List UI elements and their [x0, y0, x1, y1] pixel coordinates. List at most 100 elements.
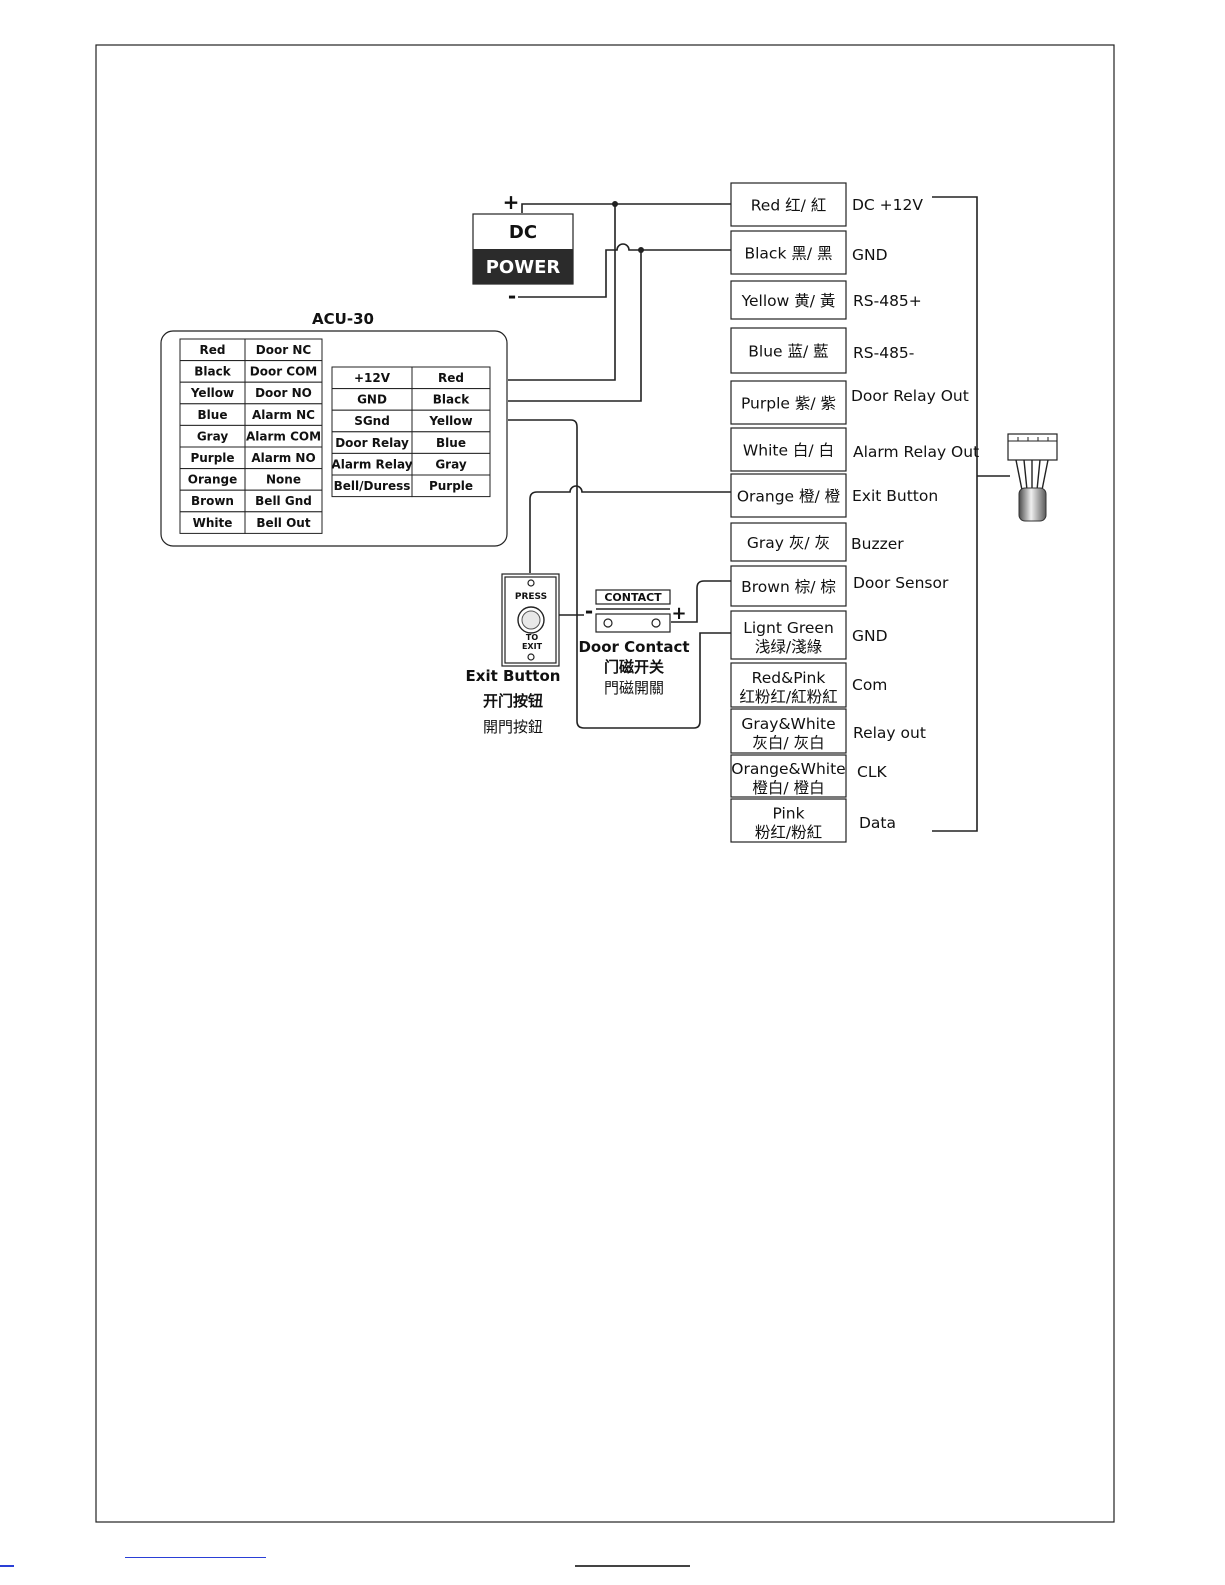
wire-color-name: White 白/ 白	[743, 442, 834, 460]
acu-left-function: Door COM	[250, 365, 318, 379]
wire-function: CLK	[857, 763, 887, 781]
wire-function: GND	[852, 627, 888, 645]
door-contact-label-cn: 门磁开关	[604, 658, 664, 676]
acu-right-signal: Door Relay	[335, 436, 409, 450]
acu-right-color: Yellow	[428, 414, 472, 428]
cable-connector-icon	[1007, 433, 1058, 522]
wire-function: RS-485+	[853, 292, 922, 310]
wire-color-box	[730, 327, 847, 374]
acu-left-color: Purple	[190, 451, 234, 465]
acu-left-color: Blue	[198, 408, 228, 422]
acu-right-signal: SGnd	[354, 414, 390, 428]
wire-function: Door Relay Out	[851, 387, 969, 405]
acu-right-signal: GND	[357, 393, 387, 407]
exit-face-press: PRESS	[515, 592, 547, 602]
wire-color-name: Yellow 黄/ 黃	[741, 292, 836, 310]
wire-color-name: Pink	[772, 805, 804, 823]
acu-left-function: Door NO	[255, 386, 312, 400]
wire-function: Buzzer	[851, 535, 904, 553]
wire-color-name: Gray&White	[741, 715, 835, 733]
wire-color-box	[730, 280, 847, 320]
door-contact-device: CONTACT - + Door Contact 门磁开关 門磁開關	[578, 589, 690, 697]
wire-color-box	[730, 798, 847, 843]
acu-right-color: Blue	[436, 436, 466, 450]
acu-right-signal: +12V	[354, 371, 391, 385]
acu-left-function: None	[266, 473, 301, 487]
wire-color-box	[730, 380, 847, 425]
acu-left-color: Orange	[188, 473, 238, 487]
acu-right-cell	[411, 474, 491, 498]
wire-color-name-cn: 橙白/ 橙白	[752, 779, 824, 797]
wire-function: Exit Button	[852, 487, 938, 505]
wire-color-name: Orange 橙/ 橙	[737, 488, 841, 506]
wire-color-name: Purple 紫/ 紫	[741, 395, 836, 413]
power-minus-sign: -	[508, 284, 516, 308]
wire-color-name: Black 黑/ 黑	[744, 245, 832, 263]
wire-color-name-cn: 粉红/粉紅	[755, 824, 822, 842]
contact-tag: CONTACT	[604, 591, 662, 604]
exit-button-label-tw: 開門按鈕	[483, 718, 543, 736]
wire-function: Com	[852, 676, 887, 694]
door-contact-label-tw: 門磁開關	[604, 679, 664, 697]
wire-color-name: Brown 棕/ 棕	[741, 578, 836, 596]
acu-left-color: Red	[200, 343, 226, 357]
acu-left-color: Brown	[191, 494, 234, 508]
acu-right-color: Gray	[435, 457, 466, 471]
footer-link-line[interactable]	[125, 1557, 266, 1558]
acu-title: ACU-30	[312, 310, 374, 328]
acu-left-color: White	[193, 516, 233, 530]
wire-color-name-cn: 浅绿/淺綠	[755, 638, 823, 656]
acu-right-signal: Bell/Duress	[334, 479, 411, 493]
acu-right-color: Purple	[429, 479, 473, 493]
footer-mark-left	[0, 1565, 14, 1567]
wire-color-name-cn: 红粉红/紅粉紅	[739, 688, 837, 706]
wire-function: DC +12V	[852, 196, 923, 214]
wire-function: GND	[852, 246, 888, 264]
acu-left-function: Door NC	[256, 343, 312, 357]
wire-color-name: Red 红/ 紅	[751, 197, 827, 215]
contact-plus: +	[671, 603, 686, 624]
wire-color-name: Lignt Green	[743, 619, 834, 637]
wire-color-box	[730, 708, 847, 754]
wire-function: Data	[859, 814, 896, 832]
wiring	[508, 196, 1010, 832]
acu-right-color: Black	[433, 393, 470, 407]
acu-right-signal: Alarm Relay	[331, 457, 412, 471]
exit-face-exit: EXIT	[522, 642, 543, 651]
wire-color-name: Blue 蓝/ 藍	[748, 343, 828, 361]
wire-function: Door Sensor	[853, 574, 949, 592]
page-frame	[95, 44, 1115, 1523]
wire-color-box	[730, 565, 847, 607]
acu-left-table: Red Door NC Black Door COM Yellow Door NO Blue…	[179, 338, 323, 534]
wire-color-box	[730, 662, 847, 708]
exit-face-to: TO	[526, 633, 538, 642]
power-label: POWER	[486, 257, 561, 278]
acu-left-cell	[244, 511, 323, 534]
acu-left-color: Black	[194, 365, 231, 379]
wire-color-list: Red 红/ 紅 DC +12V Black 黑/ 黑 GND Yellow 黄/ 黃 R…	[730, 182, 979, 843]
power-plus-sign: +	[503, 190, 520, 214]
wire-color-name: Gray 灰/ 灰	[747, 534, 830, 552]
wire-color-name: Orange&White	[731, 760, 845, 778]
acu-left-function: Alarm NO	[251, 451, 315, 465]
wire-color-box	[730, 754, 847, 798]
dc-label: DC	[509, 222, 537, 243]
wire-color-name-cn: 灰白/ 灰白	[752, 734, 824, 752]
wire-function: Relay out	[853, 724, 926, 742]
exit-button-device: PRESS TO EXIT Exit Button 开门按钮 開門按鈕	[466, 573, 561, 736]
acu-left-color: Yellow	[190, 386, 234, 400]
acu-left-function: Alarm NC	[252, 408, 315, 422]
exit-button-label-cn: 开门按钮	[483, 692, 543, 710]
acu-left-color: Gray	[197, 429, 228, 443]
dc-power-supply: DC POWER + -	[472, 190, 574, 308]
exit-button-label-en: Exit Button	[466, 667, 561, 685]
wire-color-box	[730, 230, 847, 275]
wire-color-box	[730, 610, 847, 660]
wire-color-name: Red&Pink	[752, 669, 826, 687]
acu-left-function: Bell Gnd	[255, 494, 312, 508]
wire-function: Alarm Relay Out	[853, 443, 979, 461]
acu-right-color: Red	[438, 371, 464, 385]
acu-left-function: Alarm COM	[246, 429, 321, 443]
